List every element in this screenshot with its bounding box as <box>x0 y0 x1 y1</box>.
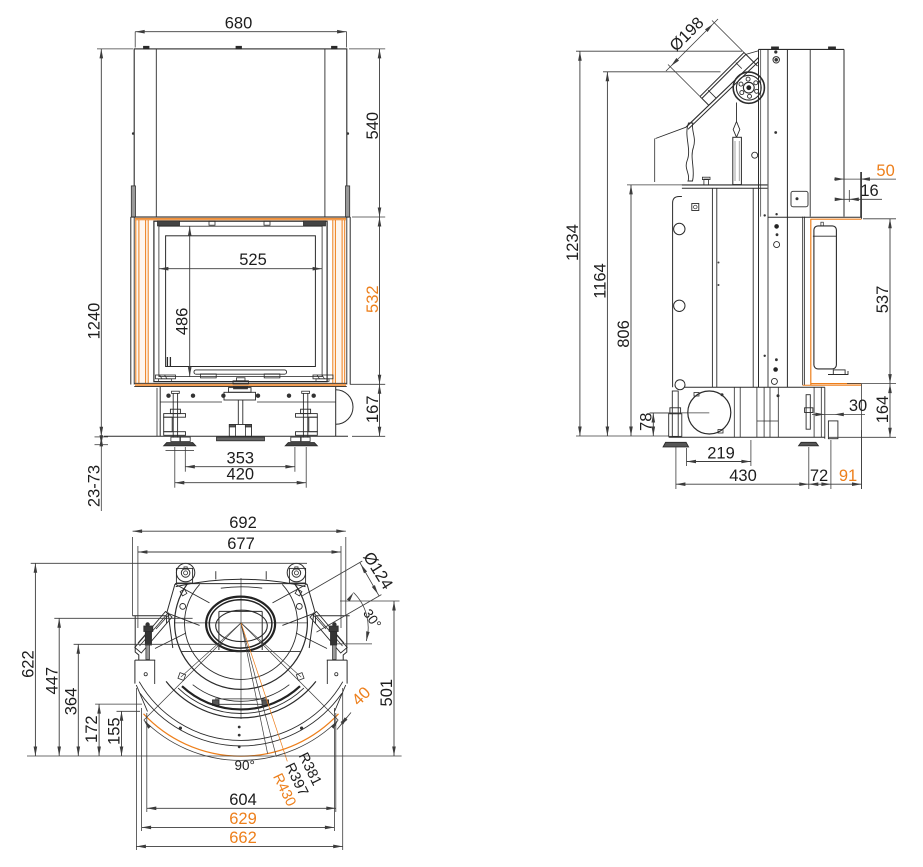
svg-text:806: 806 <box>615 320 633 348</box>
svg-text:219: 219 <box>707 444 735 462</box>
svg-text:447: 447 <box>43 667 61 695</box>
svg-text:30: 30 <box>849 397 867 415</box>
svg-text:364: 364 <box>62 688 80 716</box>
svg-text:537: 537 <box>874 286 892 314</box>
svg-text:155: 155 <box>106 717 124 745</box>
svg-text:420: 420 <box>227 466 255 484</box>
svg-text:164: 164 <box>874 396 892 424</box>
svg-text:629: 629 <box>229 810 257 828</box>
svg-text:430: 430 <box>729 467 757 485</box>
svg-text:622: 622 <box>20 650 38 678</box>
svg-text:91: 91 <box>839 467 857 485</box>
svg-text:172: 172 <box>83 715 101 743</box>
svg-text:525: 525 <box>239 251 267 269</box>
svg-text:1164: 1164 <box>592 263 610 298</box>
svg-text:604: 604 <box>229 791 257 809</box>
svg-text:677: 677 <box>227 535 255 553</box>
svg-text:692: 692 <box>229 514 257 532</box>
svg-text:23-73: 23-73 <box>86 465 104 507</box>
svg-text:540: 540 <box>364 112 382 140</box>
svg-text:1240: 1240 <box>86 303 104 340</box>
svg-text:16: 16 <box>860 182 878 200</box>
svg-text:662: 662 <box>229 829 257 847</box>
svg-text:78: 78 <box>637 413 655 431</box>
svg-text:167: 167 <box>364 396 382 424</box>
svg-text:353: 353 <box>227 450 255 468</box>
svg-text:532: 532 <box>364 285 382 313</box>
svg-text:501: 501 <box>378 679 396 707</box>
svg-text:72: 72 <box>810 467 828 485</box>
svg-text:90°: 90° <box>234 758 254 773</box>
svg-text:680: 680 <box>225 15 253 33</box>
svg-text:486: 486 <box>174 308 192 336</box>
svg-text:1234: 1234 <box>564 224 582 261</box>
svg-text:50: 50 <box>876 162 894 180</box>
